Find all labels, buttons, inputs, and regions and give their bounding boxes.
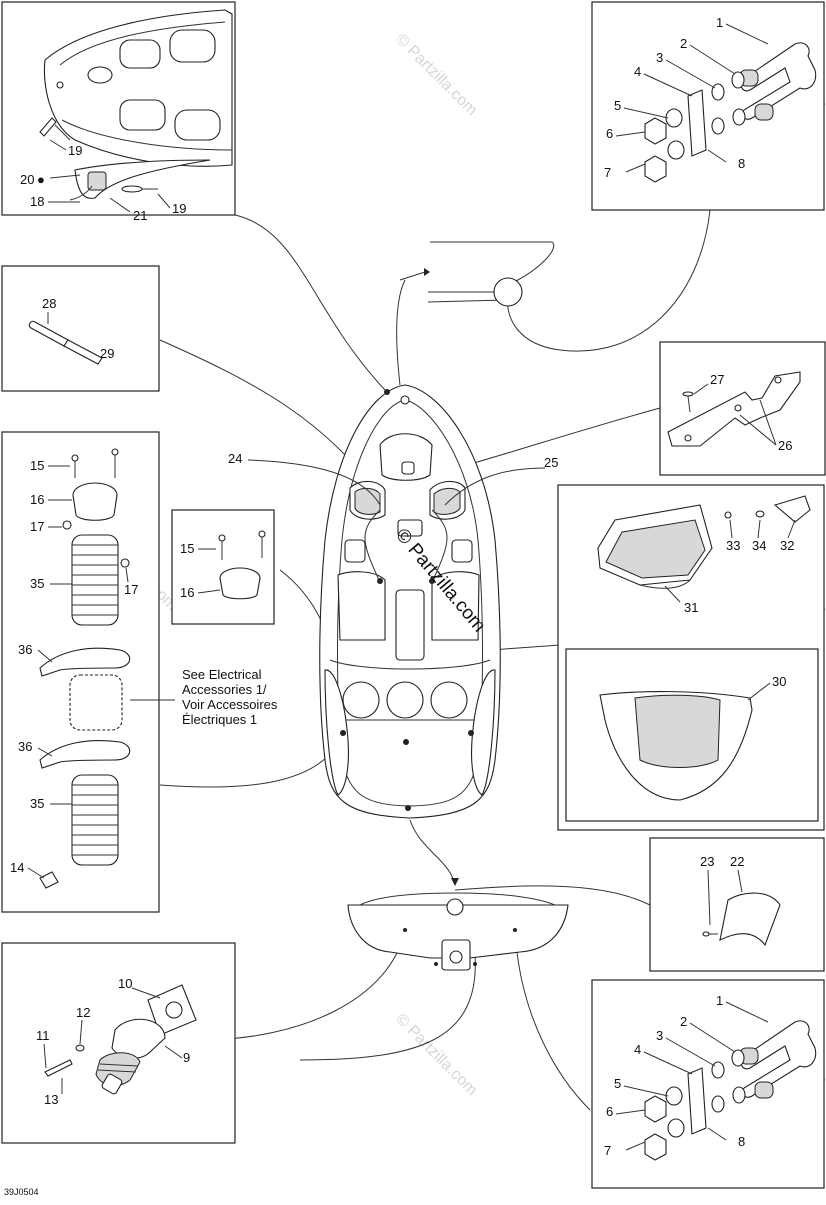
box-fastener	[649, 837, 825, 972]
callout-12: 12	[76, 1005, 90, 1020]
callout-36-a: 36	[18, 642, 32, 657]
callout-2-a: 2	[680, 36, 687, 51]
callout-27: 27	[710, 372, 724, 387]
callout-17-a: 17	[30, 519, 44, 534]
callout-25: 25	[544, 455, 558, 470]
callout-5-a: 5	[614, 98, 621, 113]
box-handle-top	[591, 1, 825, 211]
callout-22: 22	[730, 854, 744, 869]
box-vent-small	[171, 509, 275, 625]
note-line-1: See Electrical	[182, 667, 262, 682]
box-covers	[557, 484, 825, 831]
box-vent-hose	[1, 431, 160, 913]
callout-4-b: 4	[634, 1042, 641, 1057]
callout-10: 10	[118, 976, 132, 991]
callout-36-b: 36	[18, 739, 32, 754]
callout-labels: 19 20 ● 18 21 19 1 2 3 4 5 6 7 8 28 29 2…	[10, 15, 796, 1158]
callout-16-a: 16	[30, 492, 44, 507]
callout-2-b: 2	[680, 1014, 687, 1029]
callout-6-a: 6	[606, 126, 613, 141]
hose-lower	[71, 774, 119, 866]
note-line-3: Voir Accessoires	[182, 697, 278, 712]
callout-23: 23	[700, 854, 714, 869]
hull-top-view	[247, 384, 546, 819]
callout-4-a: 4	[634, 64, 641, 79]
callout-26: 26	[778, 438, 792, 453]
box-drain-plug	[1, 942, 236, 1144]
callout-20: 20	[20, 172, 34, 187]
hose-upper	[71, 534, 119, 626]
note-line-2: Accessories 1/	[182, 682, 267, 697]
drop-icon: ●	[37, 172, 45, 187]
diagram-code: 39J0504	[4, 1187, 39, 1197]
callout-9: 9	[183, 1050, 190, 1065]
callout-33: 33	[726, 538, 740, 553]
callout-1-b: 1	[716, 993, 723, 1008]
callout-8-a: 8	[738, 156, 745, 171]
box-handle-bottom	[591, 979, 825, 1189]
callout-15-b: 15	[180, 541, 194, 556]
callout-6-b: 6	[606, 1104, 613, 1119]
callout-16-b: 16	[180, 585, 194, 600]
callout-32: 32	[780, 538, 794, 553]
watermark-text: © Partzilla.com	[392, 31, 480, 119]
callout-28: 28	[42, 296, 56, 311]
callout-13: 13	[44, 1092, 58, 1107]
callout-35-b: 35	[30, 796, 44, 811]
callout-19-b: 19	[172, 201, 186, 216]
stern-view	[347, 892, 569, 971]
callout-18: 18	[30, 194, 44, 209]
callout-34: 34	[752, 538, 766, 553]
callout-1-a: 1	[716, 15, 723, 30]
callout-14: 14	[10, 860, 24, 875]
callout-29: 29	[100, 346, 114, 361]
callout-17-b: 17	[124, 582, 138, 597]
callout-8-b: 8	[738, 1134, 745, 1149]
watermark-text: © Partzilla.com	[392, 1011, 480, 1099]
callout-30: 30	[772, 674, 786, 689]
callout-5-b: 5	[614, 1076, 621, 1091]
box-pin	[1, 265, 160, 392]
callout-31: 31	[684, 600, 698, 615]
callout-3-a: 3	[656, 50, 663, 65]
callout-15-a: 15	[30, 458, 44, 473]
callout-7-b: 7	[604, 1143, 611, 1158]
callout-24: 24	[228, 451, 242, 466]
callout-11: 11	[36, 1028, 50, 1043]
callout-3-b: 3	[656, 1028, 663, 1043]
callout-35-a: 35	[30, 576, 44, 591]
note-line-4: Électriques 1	[182, 712, 257, 727]
callout-7-a: 7	[604, 165, 611, 180]
box-bow-fittings	[1, 1, 236, 216]
callout-19-a: 19	[68, 143, 82, 158]
callout-21: 21	[133, 208, 147, 223]
box-bracket	[659, 341, 826, 476]
